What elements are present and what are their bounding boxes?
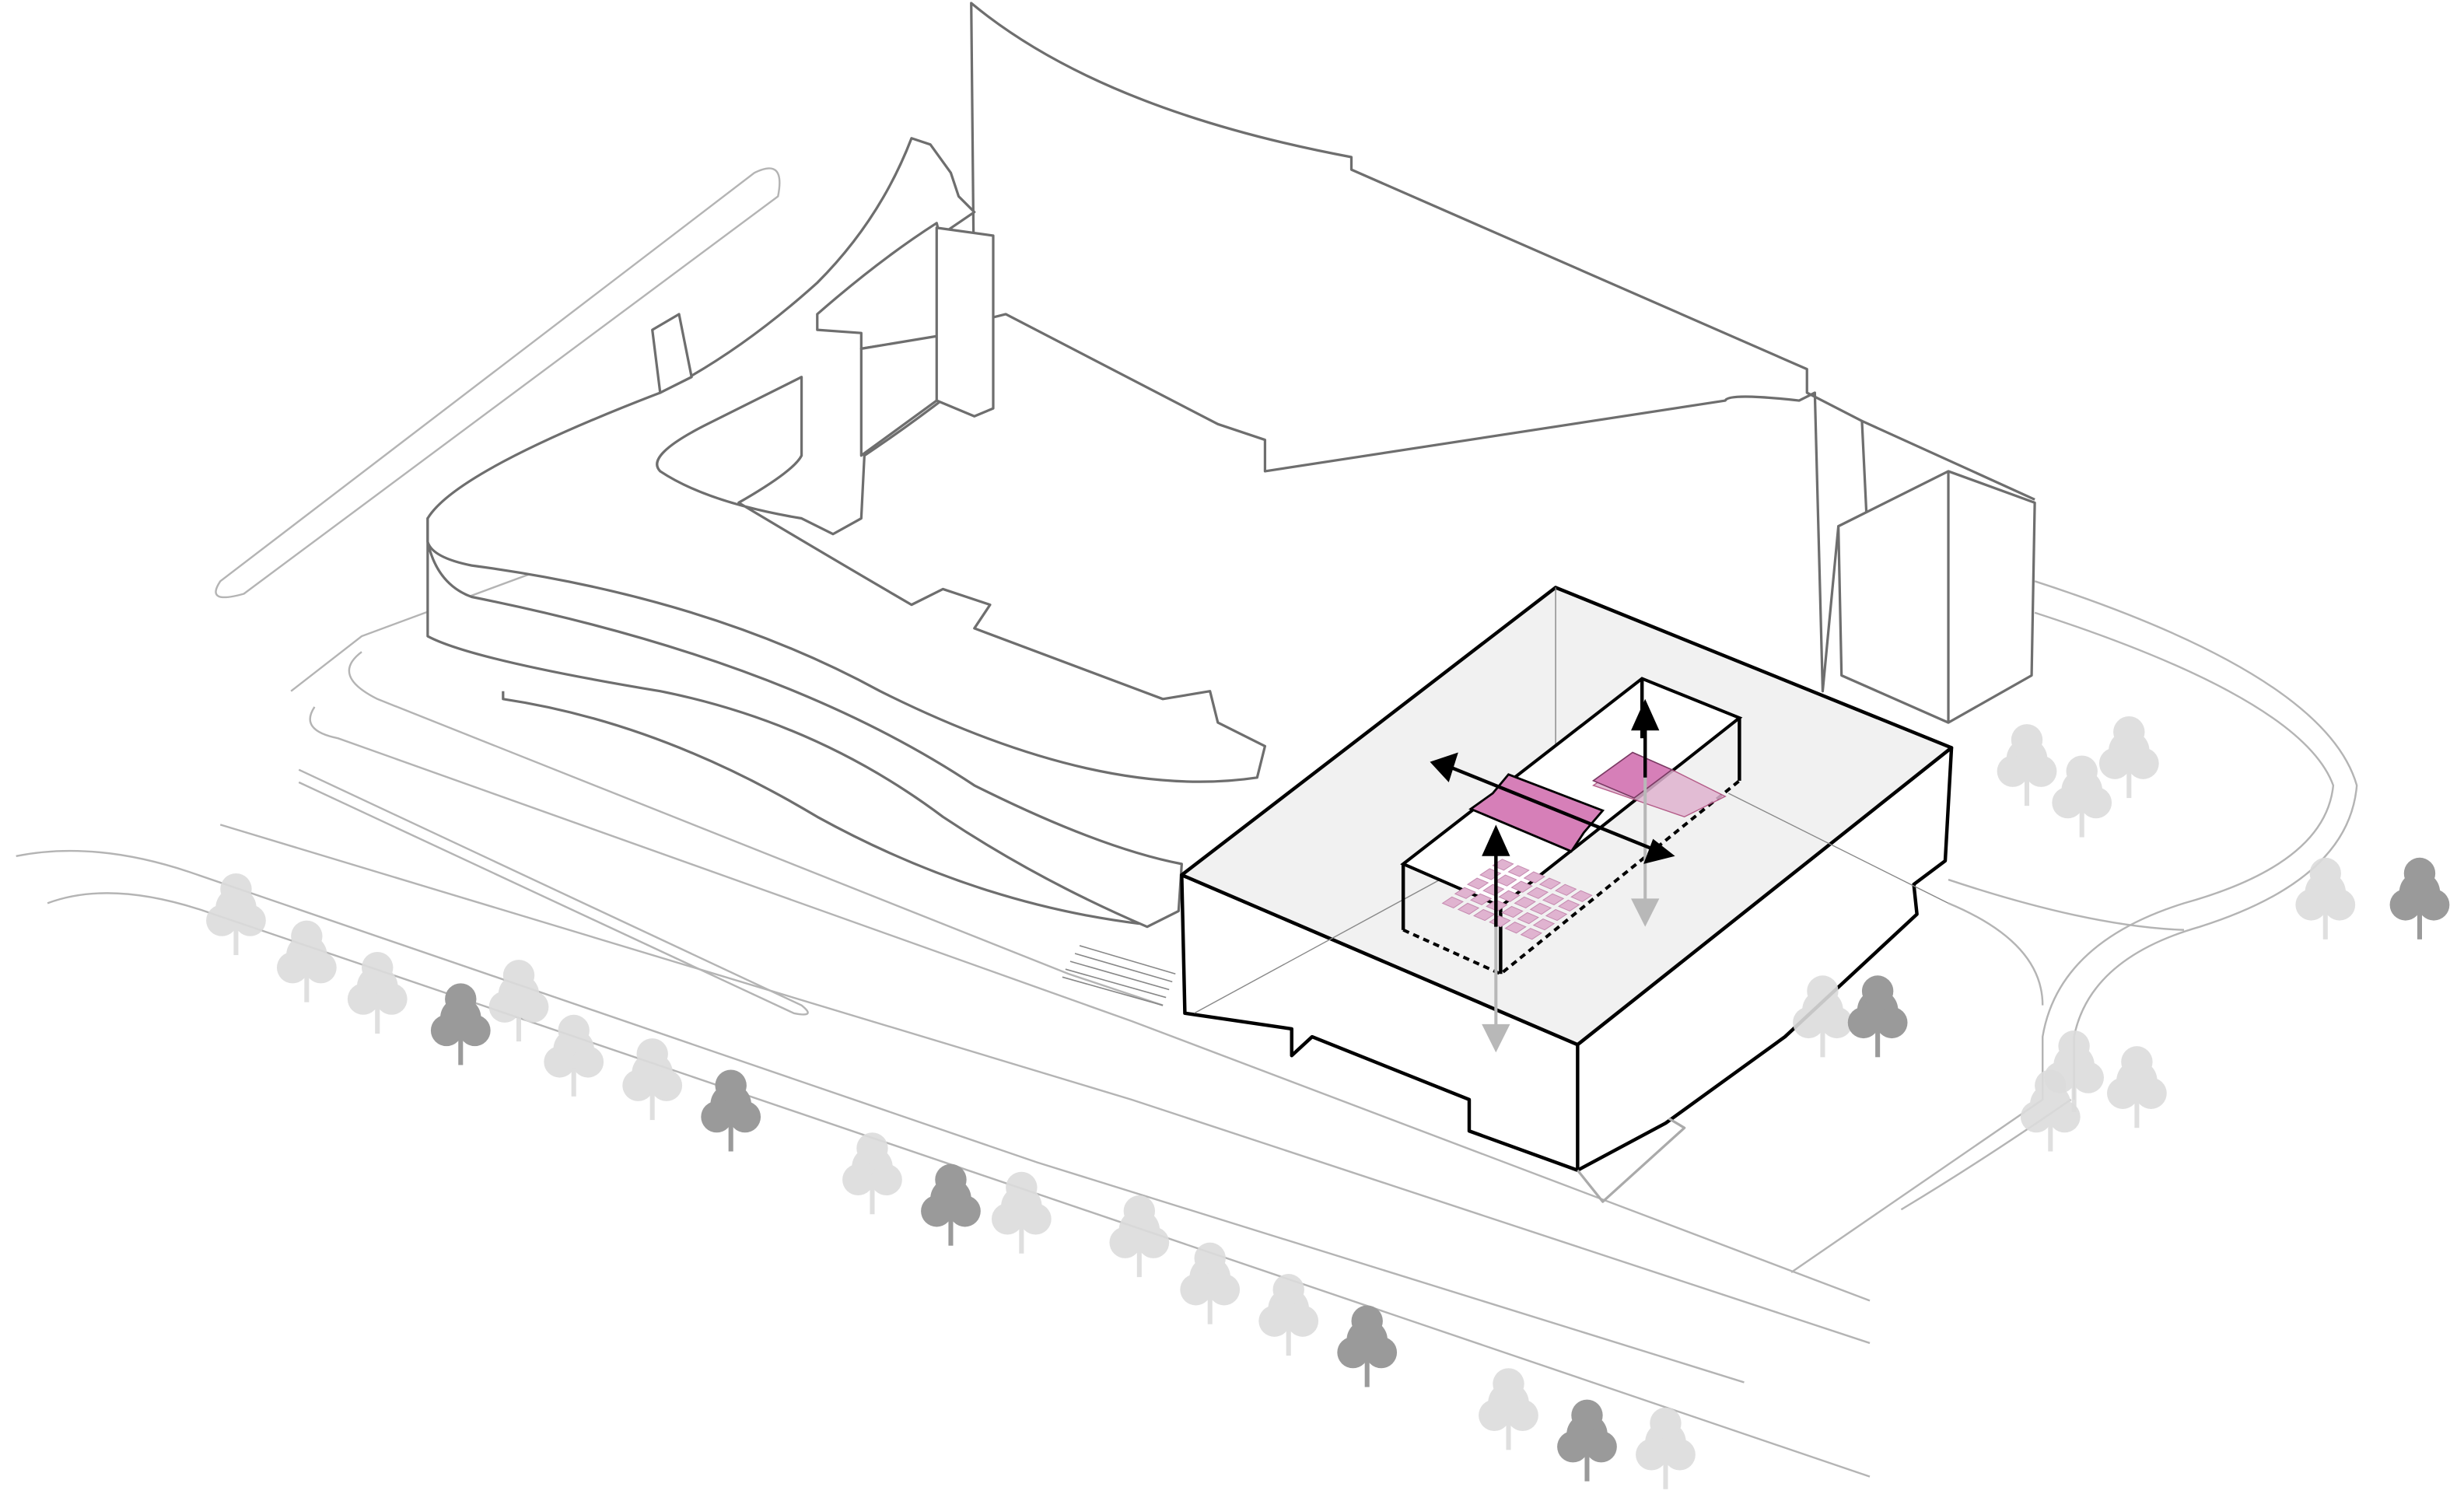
floor-tile-grid (1441, 859, 1593, 940)
building-sides (1180, 746, 1954, 1172)
floor-tile (1507, 865, 1530, 877)
floor-tile (1441, 896, 1464, 909)
tree-icon (1997, 724, 2057, 806)
floor-tile (1545, 908, 1568, 922)
floor-tile (1495, 874, 1517, 887)
floor-tile (1555, 883, 1577, 896)
tree-icon (1557, 1399, 1617, 1482)
curved-building-lower-edge (502, 691, 1140, 925)
floor-tile (1558, 899, 1580, 912)
floor-tile (1570, 890, 1593, 902)
tree-icon (2295, 857, 2356, 939)
curved-building-base (426, 516, 1183, 929)
raised-pool (1591, 751, 1674, 799)
floor-tile (1498, 890, 1521, 902)
annex-back (1861, 419, 2035, 501)
floor-tile (1538, 877, 1562, 890)
floor-tile (1520, 928, 1542, 940)
floor-tile (1482, 883, 1505, 896)
floor-tile (1469, 893, 1493, 905)
proposed-building (1180, 586, 1954, 1172)
plinth (1577, 1117, 1686, 1203)
tree-icon (2020, 1069, 2081, 1152)
tree-icon (921, 1163, 981, 1246)
entrance-stair (651, 313, 693, 394)
tree-icon (701, 1069, 761, 1152)
tree-icon (2052, 755, 2112, 838)
floor-tile (1532, 918, 1556, 931)
floor-tile (1542, 893, 1565, 905)
tree-icon (206, 873, 266, 956)
tree-icon (1258, 1274, 1319, 1356)
tall-back-building (970, 2, 1868, 693)
tree-icon (991, 1171, 1052, 1254)
tree-icon (2107, 1046, 2167, 1128)
tree-icon (842, 1132, 902, 1215)
arrows (1430, 698, 1675, 1053)
curved-building (426, 137, 1267, 783)
arrow-down-right-head (1631, 898, 1660, 927)
tree-icon (544, 1014, 604, 1097)
floor-tile (1529, 902, 1552, 915)
floor-tile (1466, 877, 1489, 890)
tree-icon (430, 983, 491, 1065)
tree-icon (1180, 1242, 1241, 1324)
floor-tile (1501, 905, 1524, 918)
tree-icon (347, 951, 408, 1034)
courtyard-walls (1401, 678, 1741, 974)
arrow-horizontal (1447, 764, 1664, 855)
arrow-up-left-head (1482, 824, 1510, 856)
tree-icon (1847, 975, 1908, 1058)
floor-tile (1492, 859, 1514, 871)
floor-tile (1510, 880, 1533, 893)
roads (16, 167, 2358, 1478)
tree-icon (2389, 857, 2450, 939)
tree-icon (1793, 975, 1853, 1058)
floor-tile (1504, 922, 1527, 934)
stair-tower (859, 226, 995, 457)
bridge (1468, 773, 1605, 853)
floor-tile (1454, 887, 1477, 899)
tree-icon (488, 960, 549, 1042)
tree-icon (276, 920, 337, 1002)
tree-icon (1636, 1407, 1696, 1489)
arrow-down-left-head (1482, 1023, 1510, 1053)
annex-block (1837, 470, 2036, 724)
floor-tile (1517, 911, 1539, 925)
arrow-horizontal-head-right (1643, 838, 1675, 864)
tree-icon (1479, 1368, 1538, 1450)
floor-tile (1526, 887, 1549, 899)
tree-icon (622, 1038, 683, 1121)
trees (206, 716, 2450, 1489)
floor-tile (1523, 871, 1545, 883)
tree-icon (2098, 716, 2159, 799)
tree-icon (1337, 1305, 1398, 1387)
entrance-steps (1062, 945, 1176, 1006)
arrow-horizontal-head-left (1430, 752, 1458, 782)
tree-icon (1109, 1195, 1170, 1278)
floor-tile (1514, 896, 1536, 909)
arrow-up-right-head (1631, 698, 1660, 731)
floor-tile (1457, 902, 1480, 915)
